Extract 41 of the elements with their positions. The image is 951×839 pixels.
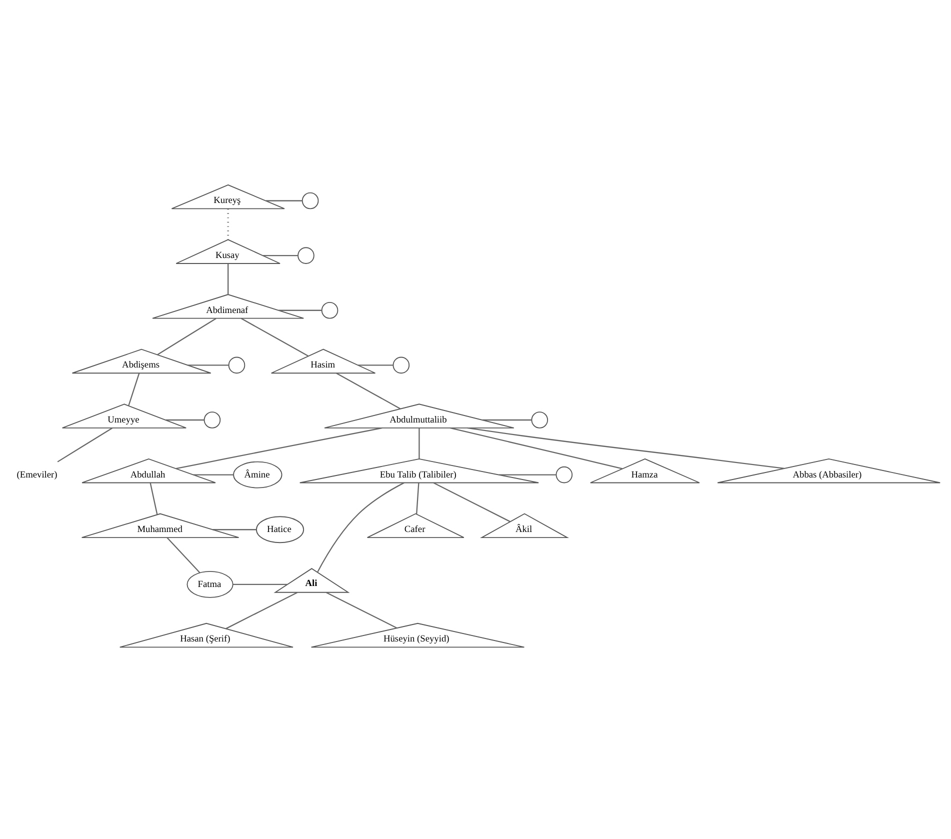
connector xyxy=(278,309,322,310)
node-circle xyxy=(556,466,573,483)
connector xyxy=(232,583,288,585)
node-circle xyxy=(298,246,314,264)
connector xyxy=(358,364,394,366)
node-ellipse: Âmine xyxy=(233,460,282,488)
connector xyxy=(326,591,398,628)
connector xyxy=(433,482,511,522)
connector xyxy=(336,372,401,409)
connector xyxy=(57,427,112,462)
node-circle xyxy=(392,356,410,374)
connector xyxy=(240,317,308,356)
connector xyxy=(157,318,216,355)
connector xyxy=(166,418,204,420)
connector xyxy=(418,428,420,458)
connector xyxy=(212,528,256,530)
node-circle xyxy=(228,356,246,374)
node-ellipse: Hatice xyxy=(256,516,304,543)
connector xyxy=(416,482,420,514)
connector xyxy=(193,474,234,475)
connector xyxy=(316,482,404,572)
connector xyxy=(482,418,532,420)
connector xyxy=(226,591,298,629)
connector xyxy=(188,364,229,366)
connector xyxy=(150,482,158,514)
connector xyxy=(262,254,298,256)
connector xyxy=(128,372,140,406)
node-ellipse: Fatma xyxy=(186,570,234,598)
node-circle xyxy=(204,411,221,428)
connector xyxy=(266,200,302,201)
connector xyxy=(450,426,622,469)
connector xyxy=(228,263,229,294)
connector xyxy=(467,426,784,469)
connector xyxy=(227,208,229,240)
node-circle xyxy=(321,301,338,318)
connector xyxy=(166,536,200,573)
node-circle xyxy=(302,192,319,209)
connector xyxy=(499,474,556,475)
node-circle xyxy=(531,411,548,428)
connector xyxy=(176,426,382,469)
node-text: (Emeviler) xyxy=(16,470,58,480)
